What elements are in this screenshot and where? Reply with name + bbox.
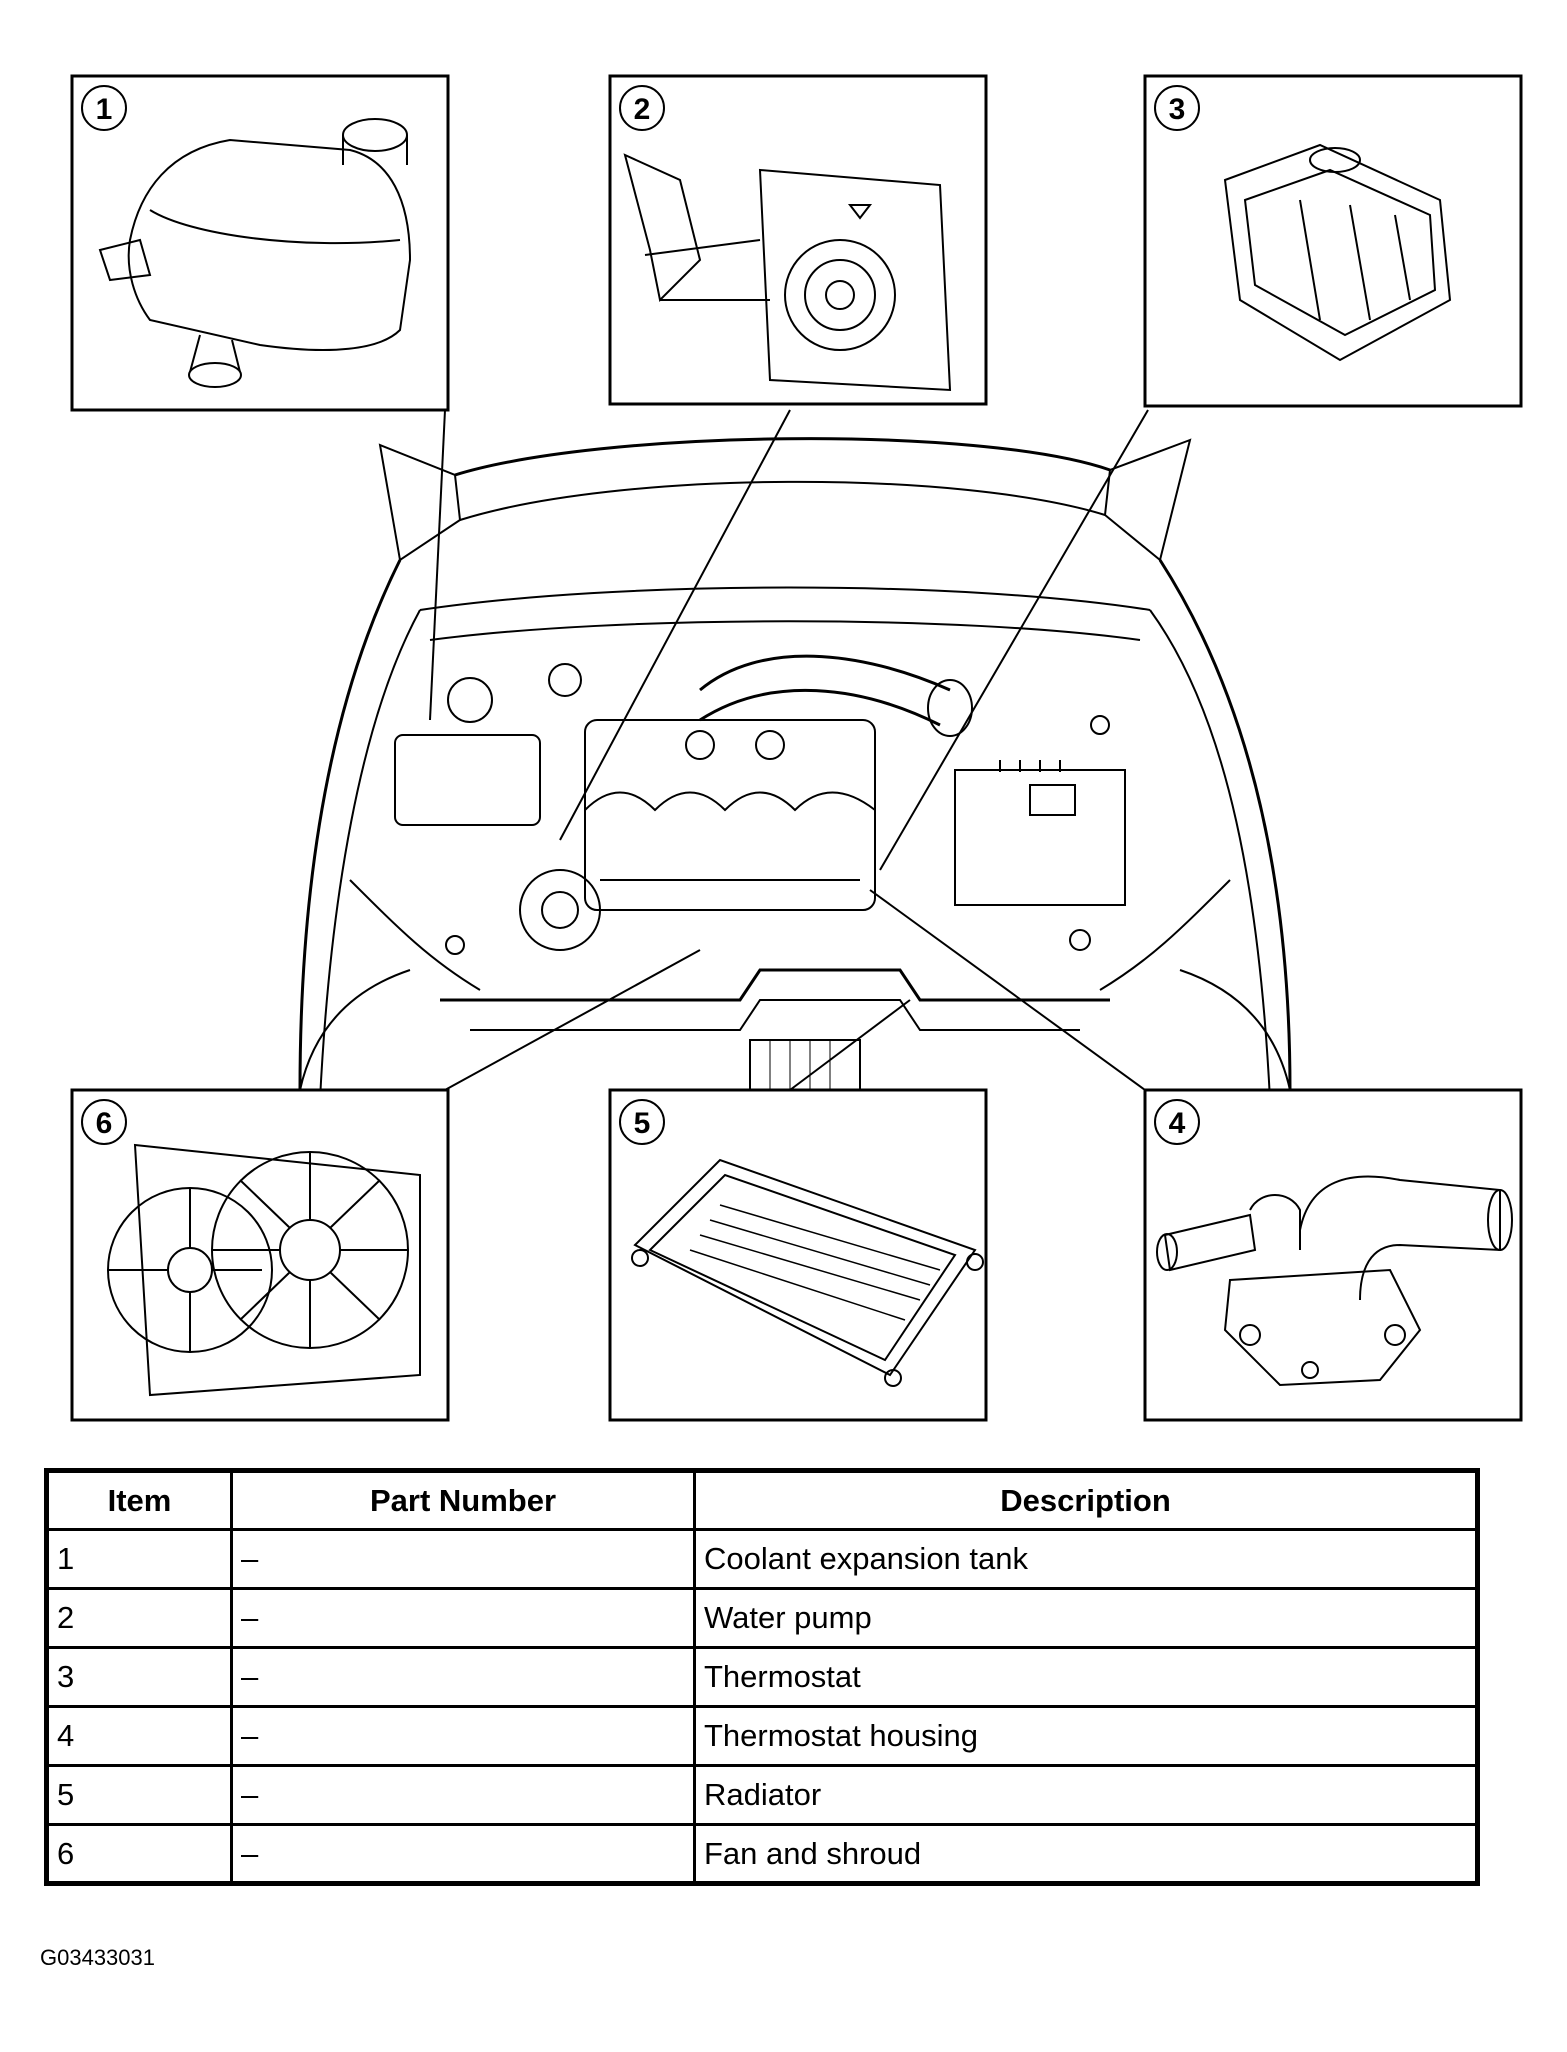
table-row: 6 – Fan and shroud <box>45 1823 1479 1885</box>
cell-item: 1 <box>45 1528 233 1590</box>
panel-6: 6 <box>70 1088 450 1422</box>
thermostat-housing-icon <box>1156 1175 1513 1387</box>
fan-and-shroud-icon <box>107 1143 421 1397</box>
header-description: Description <box>693 1469 1479 1531</box>
panel-5-number: 5 <box>634 1107 651 1140</box>
panel-1-number: 1 <box>96 93 113 126</box>
cell-part-number: – <box>230 1823 696 1885</box>
cell-description: Fan and shroud <box>693 1823 1479 1885</box>
cell-part-number: – <box>230 1646 696 1708</box>
cell-item: 4 <box>45 1705 233 1767</box>
header-part-number: Part Number <box>230 1469 696 1531</box>
figure-id: G03433031 <box>40 1945 155 1970</box>
panel-3-number: 3 <box>1169 93 1186 126</box>
table-row: 5 – Radiator <box>45 1764 1479 1826</box>
header-item: Item <box>45 1469 233 1531</box>
panel-5: 5 <box>608 1088 988 1422</box>
cell-description: Thermostat housing <box>693 1705 1479 1767</box>
table-row: 2 – Water pump <box>45 1587 1479 1649</box>
table-row: 3 – Thermostat <box>45 1646 1479 1708</box>
cell-part-number: – <box>230 1587 696 1649</box>
engine-bay-illustration <box>298 437 1292 1131</box>
coolant-expansion-tank-icon <box>98 118 412 388</box>
cell-part-number: – <box>230 1764 696 1826</box>
table-header-row: Item Part Number Description <box>45 1469 1479 1531</box>
cell-part-number: – <box>230 1528 696 1590</box>
cell-description: Radiator <box>693 1764 1479 1826</box>
table-row: 1 – Coolant expansion tank <box>45 1528 1479 1590</box>
panel-2: 2 <box>608 74 988 406</box>
panel-4: 4 <box>1143 1088 1523 1422</box>
cell-item: 2 <box>45 1587 233 1649</box>
engine-cooling-diagram: 1 2 3 <box>70 74 1523 1422</box>
panel-3: 3 <box>1143 74 1523 408</box>
table-row: 4 – Thermostat housing <box>45 1705 1479 1767</box>
thermostat-icon <box>1223 143 1452 362</box>
panel-6-number: 6 <box>96 1107 113 1140</box>
panel-4-number: 4 <box>1169 1107 1186 1140</box>
panel-2-number: 2 <box>634 93 651 126</box>
panel-1: 1 <box>70 74 450 412</box>
cell-item: 3 <box>45 1646 233 1708</box>
cell-description: Thermostat <box>693 1646 1479 1708</box>
water-pump-icon <box>623 153 952 392</box>
cell-part-number: – <box>230 1705 696 1767</box>
radiator-icon <box>631 1158 984 1387</box>
parts-table: Item Part Number Description 1 – Coolant… <box>44 1468 1480 1886</box>
cell-description: Coolant expansion tank <box>693 1528 1479 1590</box>
cell-description: Water pump <box>693 1587 1479 1649</box>
leader-lines <box>429 409 1149 1091</box>
cell-item: 5 <box>45 1764 233 1826</box>
cell-item: 6 <box>45 1823 233 1885</box>
